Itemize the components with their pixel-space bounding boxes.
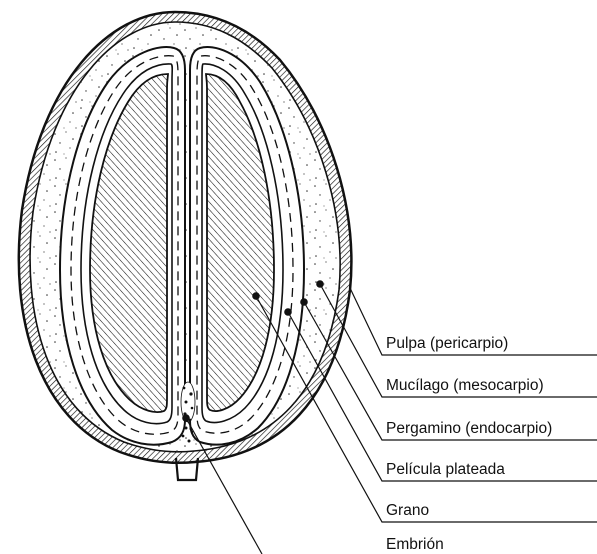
label-pelicula: Película plateada [386,461,505,478]
label-pergamino: Pergamino (endocarpio) [386,420,552,437]
label-embrion: Embrión [386,536,444,553]
label-pulpa: Pulpa (pericarpio) [386,335,508,352]
label-mucilago: Mucílago (mesocarpio) [386,377,544,394]
label-grano: Grano [386,502,429,519]
